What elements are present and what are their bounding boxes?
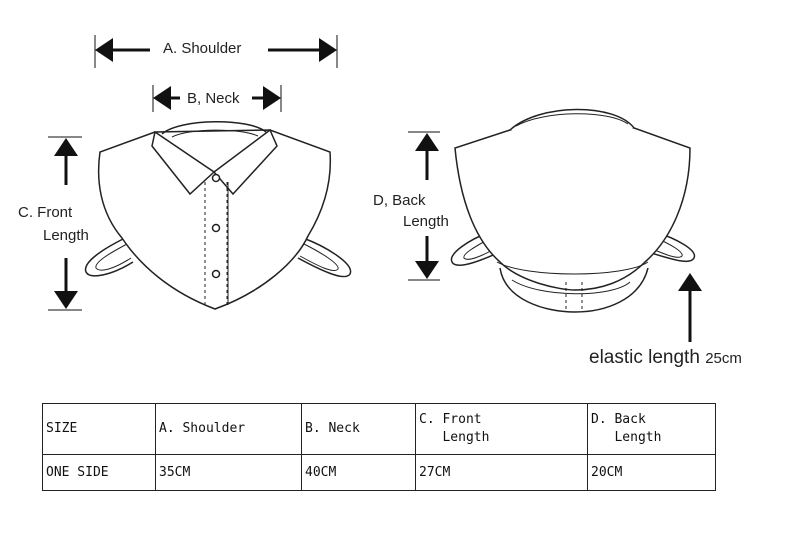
back-length-label-line2: Length — [403, 213, 449, 230]
size-table-row: ONE SIDE 35CM 40CM 27CM 20CM — [42, 454, 716, 491]
elastic-length-unit: cm — [721, 350, 742, 367]
back-length-label-line1: D, Back — [373, 192, 426, 209]
front-length-label-line2: Length — [43, 227, 89, 244]
shoulder-dimension — [94, 35, 338, 68]
neck-label: B, Neck — [184, 91, 243, 106]
elastic-length-label: elastic length 25cm — [589, 348, 742, 367]
neck-dimension — [152, 85, 282, 112]
front-collar-drawing — [84, 121, 352, 310]
header-front-length: C. Front Length — [415, 403, 588, 455]
elastic-length-value: 25 — [705, 350, 722, 367]
front-length-label-line1: C. Front — [18, 204, 73, 221]
cell-shoulder: 35CM — [155, 454, 302, 491]
shoulder-label: A. Shoulder — [160, 41, 245, 56]
size-table: SIZE A. Shoulder B. Neck C. Front Length… — [42, 403, 716, 491]
cell-back-length: 20CM — [587, 454, 716, 491]
header-neck: B. Neck — [301, 403, 416, 455]
cell-size: ONE SIDE — [42, 454, 156, 491]
cell-front-length: 27CM — [415, 454, 588, 491]
front-length-dimension — [48, 136, 82, 311]
header-back-length: D. Back Length — [587, 403, 716, 455]
header-size: SIZE — [42, 403, 156, 455]
size-table-header-row: SIZE A. Shoulder B. Neck C. Front Length… — [42, 403, 716, 455]
cell-neck: 40CM — [301, 454, 416, 491]
elastic-length-text: elastic length — [589, 347, 700, 368]
back-length-dimension — [408, 131, 440, 281]
back-collar-drawing — [450, 108, 696, 313]
header-shoulder: A. Shoulder — [155, 403, 302, 455]
